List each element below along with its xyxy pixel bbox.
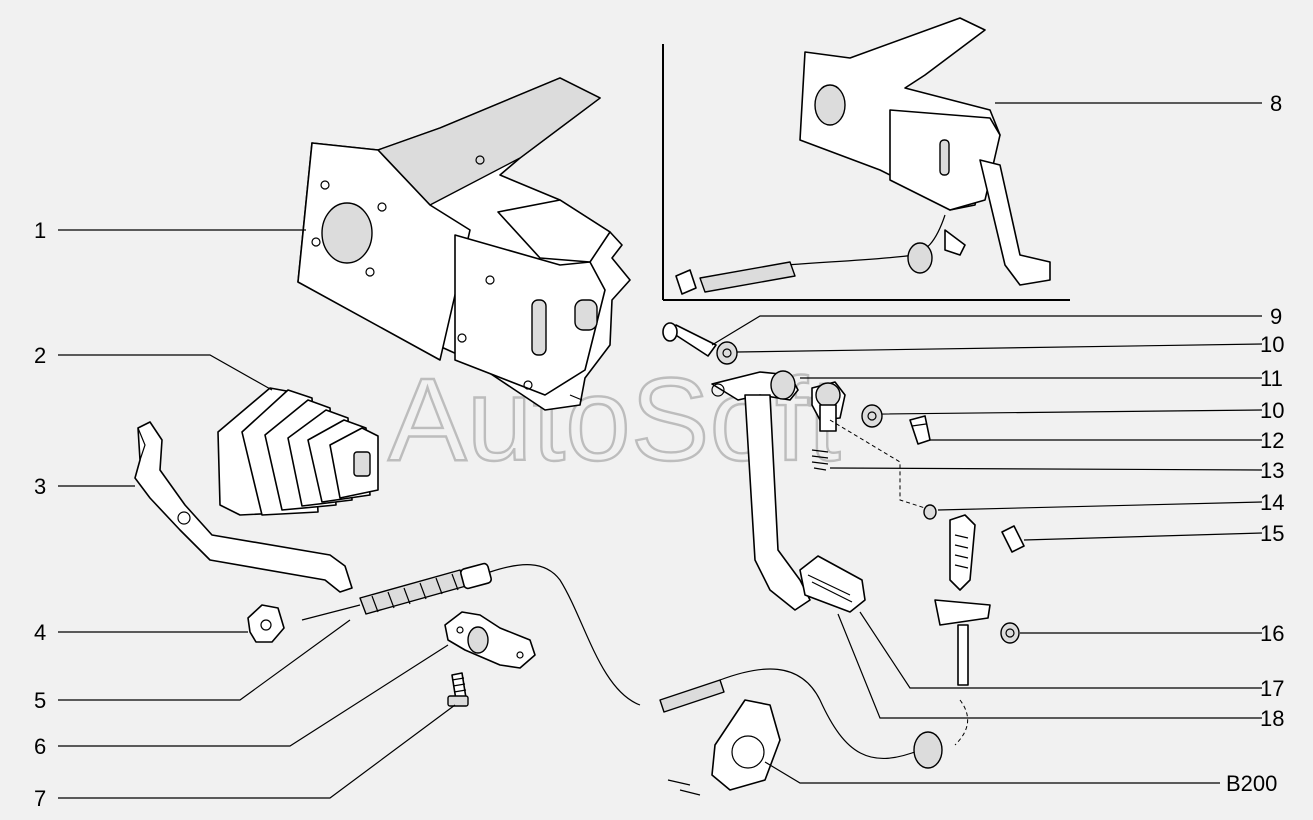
pedal-bracket-part-1: [297, 77, 631, 411]
leader-lines: [58, 102, 1263, 799]
callout-6: 6: [34, 734, 46, 759]
bushing-part-10-upper: [716, 341, 738, 365]
callout-1: 1: [34, 218, 46, 243]
callout-5: 5: [34, 688, 46, 713]
nut-part-16: [1000, 622, 1020, 644]
pedal-pad-part-17: [799, 555, 866, 613]
bolt-part-7: [447, 672, 469, 707]
nut-part-14: [923, 504, 937, 520]
callout-2: 2: [34, 343, 46, 368]
callout-9: 9: [1270, 304, 1282, 329]
mounting-plate-part-6: [444, 611, 536, 669]
spring-part-13: [811, 449, 829, 471]
inset-assembly-view: [662, 17, 1070, 301]
callout-7: 7: [34, 786, 46, 811]
callout-11: 11: [1260, 366, 1283, 391]
callout-15: 15: [1260, 521, 1284, 546]
callout-3: 3: [34, 474, 46, 499]
master-cylinder-rod: [934, 514, 991, 686]
clip-part-4: [247, 604, 285, 643]
figure-code: B200: [1226, 771, 1277, 796]
callout-4: 4: [34, 620, 46, 645]
callout-14: 14: [1260, 490, 1284, 515]
switch-part-15: [1001, 525, 1025, 553]
callout-8: 8: [1270, 91, 1282, 116]
callout-12: 12: [1260, 428, 1284, 453]
callout-10-upper: 10: [1260, 332, 1284, 357]
pin-part-9: [662, 322, 717, 357]
bushing-part-10-lower: [861, 404, 883, 428]
clutch-cable-part-5: [301, 562, 641, 706]
callout-18: 18: [1260, 706, 1284, 731]
callout-16: 16: [1260, 621, 1284, 646]
callout-13: 13: [1260, 458, 1284, 483]
clip-part-12: [909, 415, 931, 445]
callout-10-lower: 10: [1260, 398, 1284, 423]
clutch-fork-part-3: [134, 421, 353, 593]
callout-labels: 1 2 3 4 5 6 7 8 9 10 11 10 12 13 14 15 1…: [34, 91, 1284, 811]
cable-lower-assembly: [659, 668, 969, 796]
callout-17: 17: [1260, 676, 1284, 701]
spacer-block: [811, 381, 846, 432]
boot-part-2: [217, 387, 379, 516]
pedal-lever-part-11: [711, 370, 811, 611]
